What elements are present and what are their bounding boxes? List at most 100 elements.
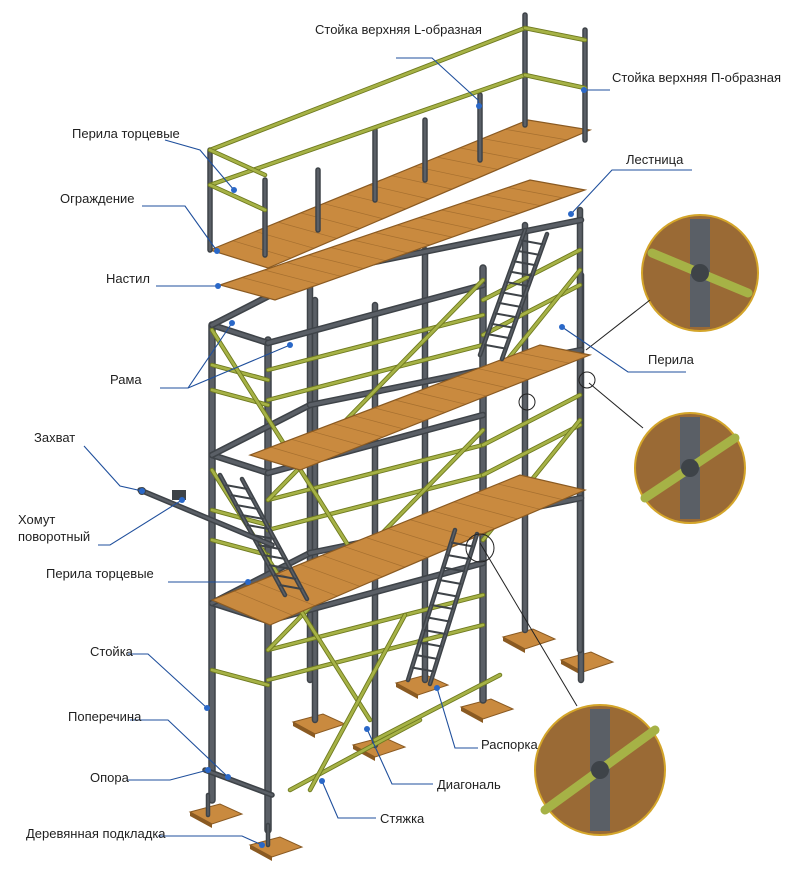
leader-dot xyxy=(214,248,220,254)
wood-pad xyxy=(188,803,244,825)
ladder-mid-rung xyxy=(427,616,450,623)
diagonal-ground-hl xyxy=(308,613,407,792)
ladder-lower-rung xyxy=(225,484,248,490)
deck-top-plank xyxy=(507,187,563,199)
deck-top-plank xyxy=(441,209,497,222)
handrail-front-hl xyxy=(266,343,485,402)
leader-line xyxy=(436,687,478,749)
ladder-top-rung xyxy=(506,281,529,288)
ladder-mid-rung xyxy=(446,554,470,560)
leader-line xyxy=(128,769,209,781)
deck-top xyxy=(217,179,588,301)
ladder-mid-rung xyxy=(450,541,474,548)
ladder-top-rung xyxy=(502,291,525,298)
deck-top-plank xyxy=(485,194,541,207)
ladder-top-rung xyxy=(521,239,544,246)
callout-connector xyxy=(479,542,578,707)
deck-low-plank xyxy=(497,483,563,500)
leader-dot xyxy=(259,842,265,848)
leader-line xyxy=(396,57,480,107)
deck-top-plank xyxy=(352,239,408,254)
leader-line xyxy=(164,139,235,191)
guard-board-plank xyxy=(459,147,522,160)
ladder-lower-rung xyxy=(268,564,291,570)
handrail-right-hl xyxy=(481,393,582,447)
end-rail-hl xyxy=(210,538,270,557)
leader-dot xyxy=(319,778,325,784)
ladder-top-rung xyxy=(498,301,521,308)
top-end-rail-hl xyxy=(208,148,267,177)
deck-top-plank xyxy=(419,217,475,230)
ladder-top-rung xyxy=(487,333,510,340)
guard-board-plank xyxy=(368,184,430,200)
frame-crossbar-back-hl xyxy=(210,403,312,457)
deck-top-plank xyxy=(264,269,320,285)
label-swivel-coupler: Хомут поворотный xyxy=(18,512,91,544)
wood-pad-side xyxy=(293,722,315,738)
deck-low-plank xyxy=(431,510,496,529)
wood-pad-side xyxy=(250,845,272,861)
top-end-rail-mid-hl xyxy=(208,183,267,212)
ladder-mid-rung xyxy=(415,654,439,660)
ladder-mid-rung xyxy=(411,666,435,673)
deck-low-plank xyxy=(321,555,383,578)
detail-marker xyxy=(465,533,495,563)
deck-mid-plank xyxy=(291,438,342,454)
wood-pad-side xyxy=(503,637,525,653)
handrail-right-hl xyxy=(481,423,582,477)
ladder-top-rung xyxy=(483,343,506,350)
label-guard: Ограждение xyxy=(60,191,135,206)
leader-dot xyxy=(179,497,185,503)
label-end-rail-top: Перила торцевые xyxy=(72,126,180,141)
label-frame: Рама xyxy=(110,372,142,387)
ladder-mid-rung xyxy=(443,566,466,573)
ladder-top-rung xyxy=(513,260,536,267)
leader-line xyxy=(142,205,218,252)
ladder-top-rung xyxy=(494,312,518,319)
swivel-coupler-part xyxy=(172,490,186,500)
deck-top-plank xyxy=(374,232,431,246)
handrail-front-hl xyxy=(266,313,485,372)
label-deck: Настил xyxy=(106,271,150,286)
leader-line xyxy=(128,653,208,709)
deck-top-plank xyxy=(242,277,298,293)
leader-dot xyxy=(581,87,587,93)
callout-connector xyxy=(585,299,651,351)
deck-low-plank xyxy=(475,492,541,510)
end-rail-hl xyxy=(210,668,270,687)
leader-dot xyxy=(229,320,235,326)
guard-board-plank xyxy=(300,212,361,229)
leader-line xyxy=(366,728,433,785)
deck-low-plank xyxy=(233,590,293,616)
wood-pad xyxy=(291,713,347,735)
handrail-front-hl xyxy=(266,443,485,502)
wood-pad-side xyxy=(190,812,212,828)
label-spacer: Распорка xyxy=(481,737,538,752)
leader-line xyxy=(570,169,692,215)
deck-top-plank xyxy=(397,224,453,238)
deck-low xyxy=(210,474,587,626)
deck-mid-plank xyxy=(312,431,363,446)
ladder-lower-rung xyxy=(273,574,297,580)
top-rail-mid-hl xyxy=(208,73,527,187)
guard-board-plank xyxy=(482,138,545,151)
leader-line xyxy=(158,835,263,846)
guard-board-plank xyxy=(278,221,338,239)
ladder-lower-rung xyxy=(236,504,259,510)
handrail-front-hl xyxy=(266,593,485,652)
deck-mid-plank xyxy=(436,383,487,397)
ladder-mid-rung xyxy=(419,641,442,648)
deck-low-plank xyxy=(365,537,428,558)
ladder-lower-rung xyxy=(279,584,302,590)
label-ladder: Лестница xyxy=(626,152,684,167)
deck-top-plank xyxy=(286,262,342,277)
leader-dot xyxy=(215,283,221,289)
tie-bar-hl xyxy=(373,673,502,742)
deck-mid-plank xyxy=(415,391,466,405)
leader-line xyxy=(321,780,376,819)
leader-dot xyxy=(231,187,237,193)
ladder-mid-rung xyxy=(435,591,458,598)
label-base: Опора xyxy=(90,770,129,785)
guard-board-plank xyxy=(323,203,384,220)
wood-pad-side xyxy=(561,660,583,676)
